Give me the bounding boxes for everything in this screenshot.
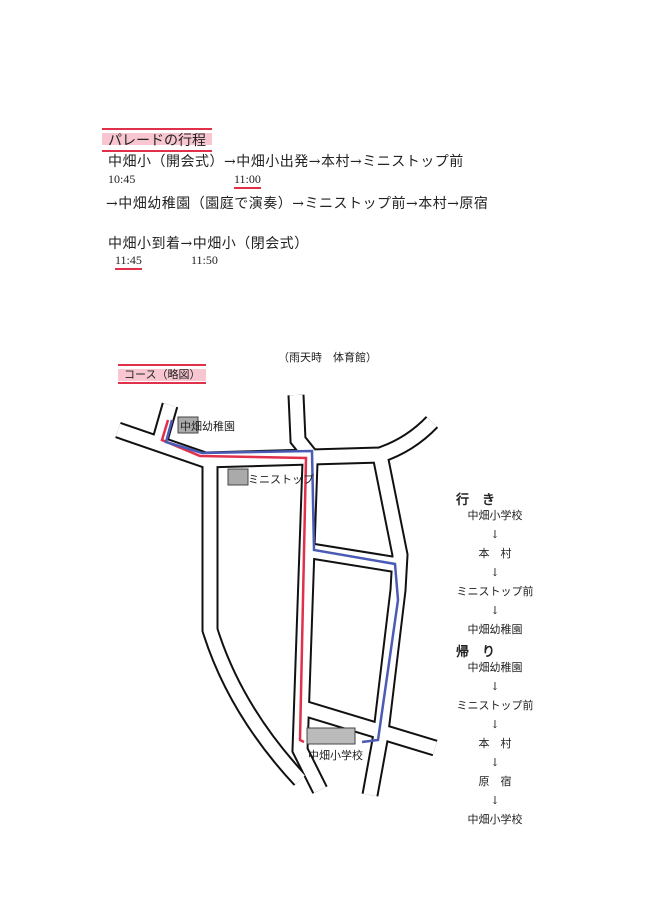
legend-item: 中畑小学校 <box>467 813 523 826</box>
legend-return-title: 帰 り <box>456 645 496 660</box>
roads <box>115 394 439 797</box>
time-opening: 10:45 <box>108 172 136 186</box>
time-departure: 11:00 <box>234 172 261 189</box>
schedule-heading: パレードの行程 <box>102 128 212 152</box>
ministop-building <box>227 468 249 486</box>
kindergarten-building <box>177 416 199 434</box>
legend-arrow: ↓ <box>490 566 500 579</box>
legend-arrow: ↓ <box>490 528 500 541</box>
legend-outbound: 中畑小学校 ↓ 本 村 ↓ ミニストップ前 ↓ 中畑幼稚園 <box>440 506 550 639</box>
legend-item: 中畑小学校 <box>467 509 523 522</box>
legend-arrow: ↓ <box>490 756 500 769</box>
legend-item: 本 村 <box>478 547 512 560</box>
legend-item: 原 宿 <box>478 775 512 788</box>
legend-return: 中畑幼稚園 ↓ ミニストップ前 ↓ 本 村 ↓ 原 宿 ↓ 中畑小学校 <box>440 658 550 829</box>
schedule-line-1: 中畑小（開会式）→中畑小出発→本村→ミニストップ前 <box>108 154 464 170</box>
outbound-route <box>164 419 400 744</box>
school-building <box>306 727 356 745</box>
course-heading: コース（略図） <box>118 364 207 384</box>
rain-note: （雨天時 体育館） <box>278 351 377 364</box>
legend-item: ミニストップ前 <box>456 699 534 712</box>
label-ministop: ミニストップ <box>248 473 314 486</box>
label-kindergarten: 中畑幼稚園 <box>180 420 235 433</box>
time-closing: 11:50 <box>191 253 218 267</box>
legend-outbound-title: 行 き <box>456 493 496 508</box>
legend-item: 中畑幼稚園 <box>467 623 523 636</box>
legend-arrow: ↓ <box>490 680 500 693</box>
schedule-line-3: 中畑小到着→中畑小（閉会式） <box>108 236 309 252</box>
legend-arrow: ↓ <box>490 794 500 807</box>
legend-item: 中畑幼稚園 <box>467 661 523 674</box>
legend-item: 本 村 <box>478 737 512 750</box>
return-route <box>160 419 308 744</box>
legend-item: ミニストップ前 <box>456 585 534 598</box>
time-arrival: 11:45 <box>115 253 142 270</box>
legend-arrow: ↓ <box>490 604 500 617</box>
legend-arrow: ↓ <box>490 718 500 731</box>
label-school: 中畑小学校 <box>308 749 363 762</box>
schedule-line-2: →中畑幼稚園（園庭で演奏）→ミニストップ前→本村→原宿 <box>106 196 489 212</box>
